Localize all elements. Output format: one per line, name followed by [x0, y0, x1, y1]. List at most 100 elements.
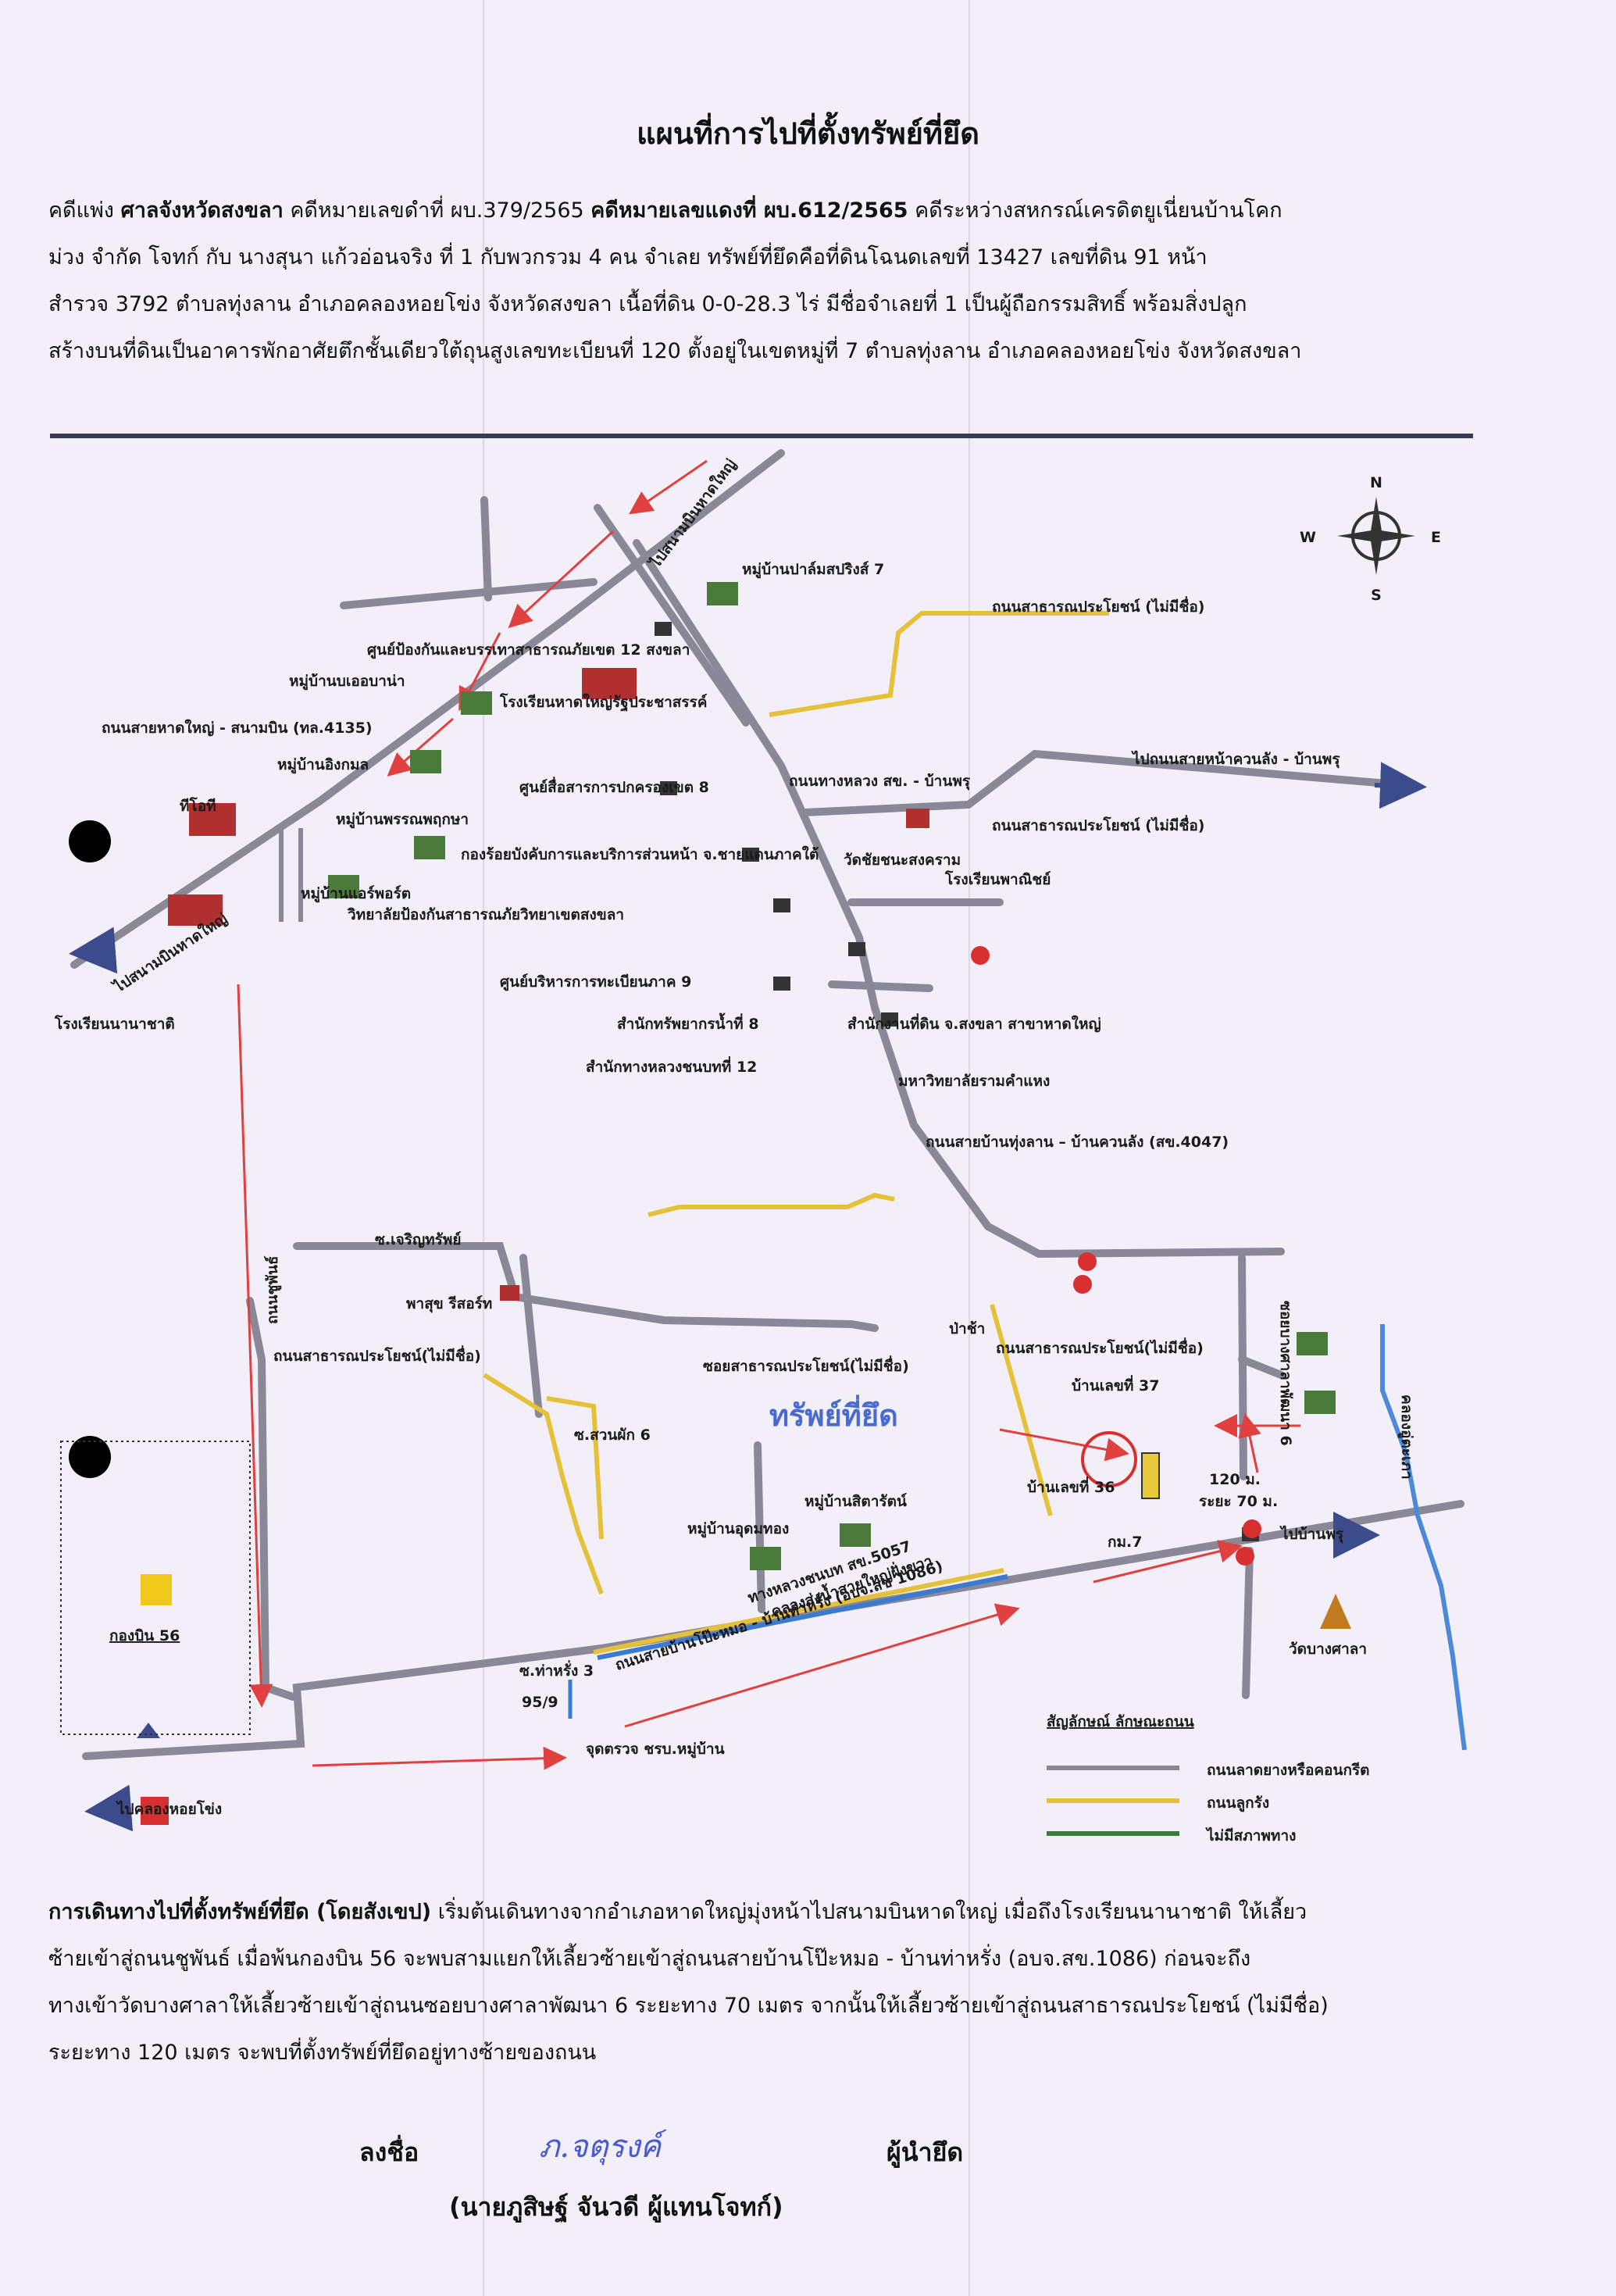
black-case-number: คดีหมายเลขดำที่ ผบ.379/2565 [283, 198, 591, 223]
canal-line [597, 1574, 1008, 1660]
label-airport-road: ไปสนามบินหาดใหญ่ [645, 455, 740, 573]
start-marker-icon [141, 1797, 169, 1825]
label-thunglan-road: ถนนสายบ้านทุ่งลาน – บ้านควนลัง (สข.4047) [926, 1134, 1229, 1152]
label-public-road-right: ถนนสาธารณประโยชน์(ไม่มีชื่อ) [996, 1337, 1204, 1357]
label-canal-utapao: คลองอู่ตะเภา [1397, 1394, 1415, 1480]
case-line-3: สำรวจ 3792 ตำบลทุ่งลาน อำเภอคลองหอยโข่ง … [48, 292, 1247, 316]
road-legend: สัญลักษณ์ ลักษณะถนน ถนนลาดยางหรือคอนกรีต… [1047, 1713, 1370, 1844]
road-soi [754, 1441, 765, 1613]
temple-icon [906, 809, 929, 828]
road-thunglan [633, 539, 1285, 1259]
fold-line [483, 0, 484, 2296]
label-seized-property: ทรัพย์ที่ยึด [769, 1394, 898, 1433]
seized-plot [1141, 1452, 1160, 1499]
river [1380, 1324, 1467, 1751]
label-admin-center: ศูนย์สื่อสารการปกครองเขต 8 [519, 777, 709, 797]
road-right-top [801, 749, 1410, 816]
label-soi-thahrang: ซ.ท่าหรั่ง 3 [519, 1660, 594, 1680]
tot-building-icon [189, 803, 236, 836]
punch-hole [69, 820, 111, 862]
road-diag [594, 504, 750, 727]
label-airport-village: หมู่บ้านแอร์พอร์ต [301, 885, 411, 903]
label-wat-chai: วัดชัยชนะสงคราม [844, 852, 961, 869]
compass-e-label: E [1431, 529, 1441, 546]
village-icon [1304, 1391, 1336, 1414]
label-army-unit: กองร้อยบังคับการและบริการส่วนหน้า จ.ชายแ… [461, 845, 819, 863]
village-icon [461, 691, 492, 715]
road-airport [70, 449, 785, 969]
label-hy-school: โรงเรียนหาดใหญ่รัฐประชาสรรค์ [499, 693, 707, 712]
laterite-canal [593, 1568, 1004, 1655]
label-public-road-mid: ถนนสาธารณประโยชน์ (ไม่มีชื่อ) [992, 815, 1204, 834]
directions-heading: การเดินทางไปที่ตั้งทรัพย์ที่ยึด (โดยสังเ… [48, 1900, 432, 1924]
resort-icon [500, 1285, 519, 1301]
label-ingmon-village: หมู่บ้านอิงกมล [277, 756, 369, 774]
label-pacha: ป่าช้า [949, 1320, 985, 1337]
case-line-1: คดีแพ่ง ศาลจังหวัดสงขลา คดีหมายเลขดำที่ … [48, 187, 1478, 234]
label-land-office: สำนักงานที่ดิน จ.สงขลา สาขาหาดใหญ่ [847, 1013, 1101, 1033]
label-palm-village: หมู่บ้านปาล์มสปริงส์ 7 [742, 561, 884, 579]
label-bangsala-soi: ซอยบางศาลาพัฒนา 6 [1277, 1301, 1294, 1446]
label-hy-airport-road: ถนนสายหาดใหญ่ - สนามบิน (ทล.4135) [102, 719, 373, 737]
label-ramkhamhaeng: มหาวิทยาลัยรามคำแหง [898, 1073, 1050, 1090]
village-icon [707, 582, 738, 605]
laterite-left2 [546, 1396, 604, 1540]
label-no959: 95/9 [522, 1694, 558, 1711]
label-pomor-road: ถนนสายบ้านโป๊ะหมอ - บ้านท่าหรั่ง (อบจ.สข… [612, 1555, 945, 1674]
road-mid2 [828, 980, 933, 992]
label-km7: กม.7 [1108, 1534, 1142, 1551]
route-arrows [237, 459, 1300, 1770]
compass-n-label: N [1370, 474, 1382, 491]
airforce-icon [141, 1574, 172, 1605]
label-soi-charoen: ซ.เจริญทรัพย์ [375, 1231, 462, 1248]
road-top [480, 496, 492, 602]
village-icon [840, 1523, 871, 1547]
laterite-top [769, 611, 1109, 717]
legend-title: สัญลักษณ์ ลักษณะถนน [1047, 1713, 1194, 1730]
directions: การเดินทางไปที่ตั้งทรัพย์ที่ยึด (โดยสังเ… [48, 1889, 1478, 2076]
map-text-labels: ไปสนามบินหาดใหญ่ หมู่บ้านปาล์มสปริงส์ 7 … [54, 455, 1415, 1818]
label-dist120: 120 ม. [1209, 1471, 1261, 1488]
label-panya-village: หมู่บ้านพรรณพฤกษา [336, 811, 469, 829]
court-name: ศาลจังหวัดสงขลา [120, 198, 284, 223]
directions-line-4: ระยะทาง 120 เมตร จะพบที่ตั้งทรัพย์ที่ยึด… [48, 2041, 597, 2065]
label-water-office: สำนักทรัพยากรน้ำที่ 8 [617, 1012, 759, 1033]
label-to-huai: ไปถนนสายหน้าควนลัง - บ้านพรุ [1131, 750, 1340, 769]
label-school-right: โรงเรียนพาณิชย์ [944, 870, 1051, 888]
road-soi-b [1238, 1355, 1285, 1379]
case-line-4: สร้างบนที่ดินเป็นอาคารพักอาศัยตึกชั้นเดี… [48, 339, 1302, 363]
label-chuphan-road: ถนนชูพันธ์ [264, 1256, 282, 1325]
compass-s-label: S [1371, 587, 1382, 604]
airforce-base-boundary [60, 1441, 251, 1735]
label-disaster-center: ศูนย์ป้องกันและบรรเทาสาธารณภัยเขต 12 สงข… [367, 641, 690, 659]
wat-temple-icon [1320, 1594, 1351, 1629]
compass-w-label: W [1300, 529, 1316, 546]
seized-property-circle [1081, 1431, 1137, 1487]
label-pasuk-resort: พาสุข รีสอร์ท [406, 1295, 492, 1313]
signer-name: (นายภูสิษฐ์ จันวดี ผู้แทนโจทก์) [449, 2192, 783, 2222]
village-icon [1297, 1332, 1328, 1355]
airport-symbol-icon [137, 1723, 160, 1738]
label-to-wat: ไปบ้านพรุ [1279, 1525, 1344, 1544]
fold-line [969, 0, 970, 2296]
directions-line-1: การเดินทางไปที่ตั้งทรัพย์ที่ยึด (โดยสังเ… [48, 1889, 1478, 1936]
road-charoen [293, 1242, 879, 1332]
laterite-left [483, 1373, 604, 1595]
road-pasuk [519, 1254, 543, 1418]
label-soi-suanphak: ซ.สวนผัก 6 [574, 1427, 651, 1444]
directions-line-3: ทางเข้าวัดบางศาลาให้เลี้ยวซ้ายเข้าสู่ถนน… [48, 1994, 1329, 2018]
red-case-number: คดีหมายเลขแดงที่ ผบ.612/2565 [590, 198, 908, 223]
label-wat-bangsala: วัดบางศาลา [1289, 1641, 1367, 1658]
signature-image: ภ.จตุรงค์ [539, 2129, 662, 2165]
page-title: แผนที่การไปที่ตั้งทรัพย์ที่ยึด [637, 116, 979, 151]
road-wat [1242, 1547, 1254, 1699]
punch-hole [69, 1436, 111, 1478]
label-baan-bueo-village: หมู่บ้านบเออบาน่า [289, 673, 405, 691]
case-line-2: ม่วง จำกัด โจทก์ กับ นางสุนา แก้วอ่อนจริ… [48, 245, 1208, 270]
label-airforce: กองบิน 56 [109, 1627, 180, 1644]
place-markers [328, 582, 1336, 1570]
label-public-road-low: ถนนสาธารณประโยชน์(ไม่มีชื่อ) [273, 1345, 481, 1365]
road-soi-right [1238, 1254, 1247, 1480]
label-tio: ทีโอที [180, 797, 216, 815]
label-to-khlonghoi: ไปคลองหอยโข่ง [116, 1800, 222, 1818]
